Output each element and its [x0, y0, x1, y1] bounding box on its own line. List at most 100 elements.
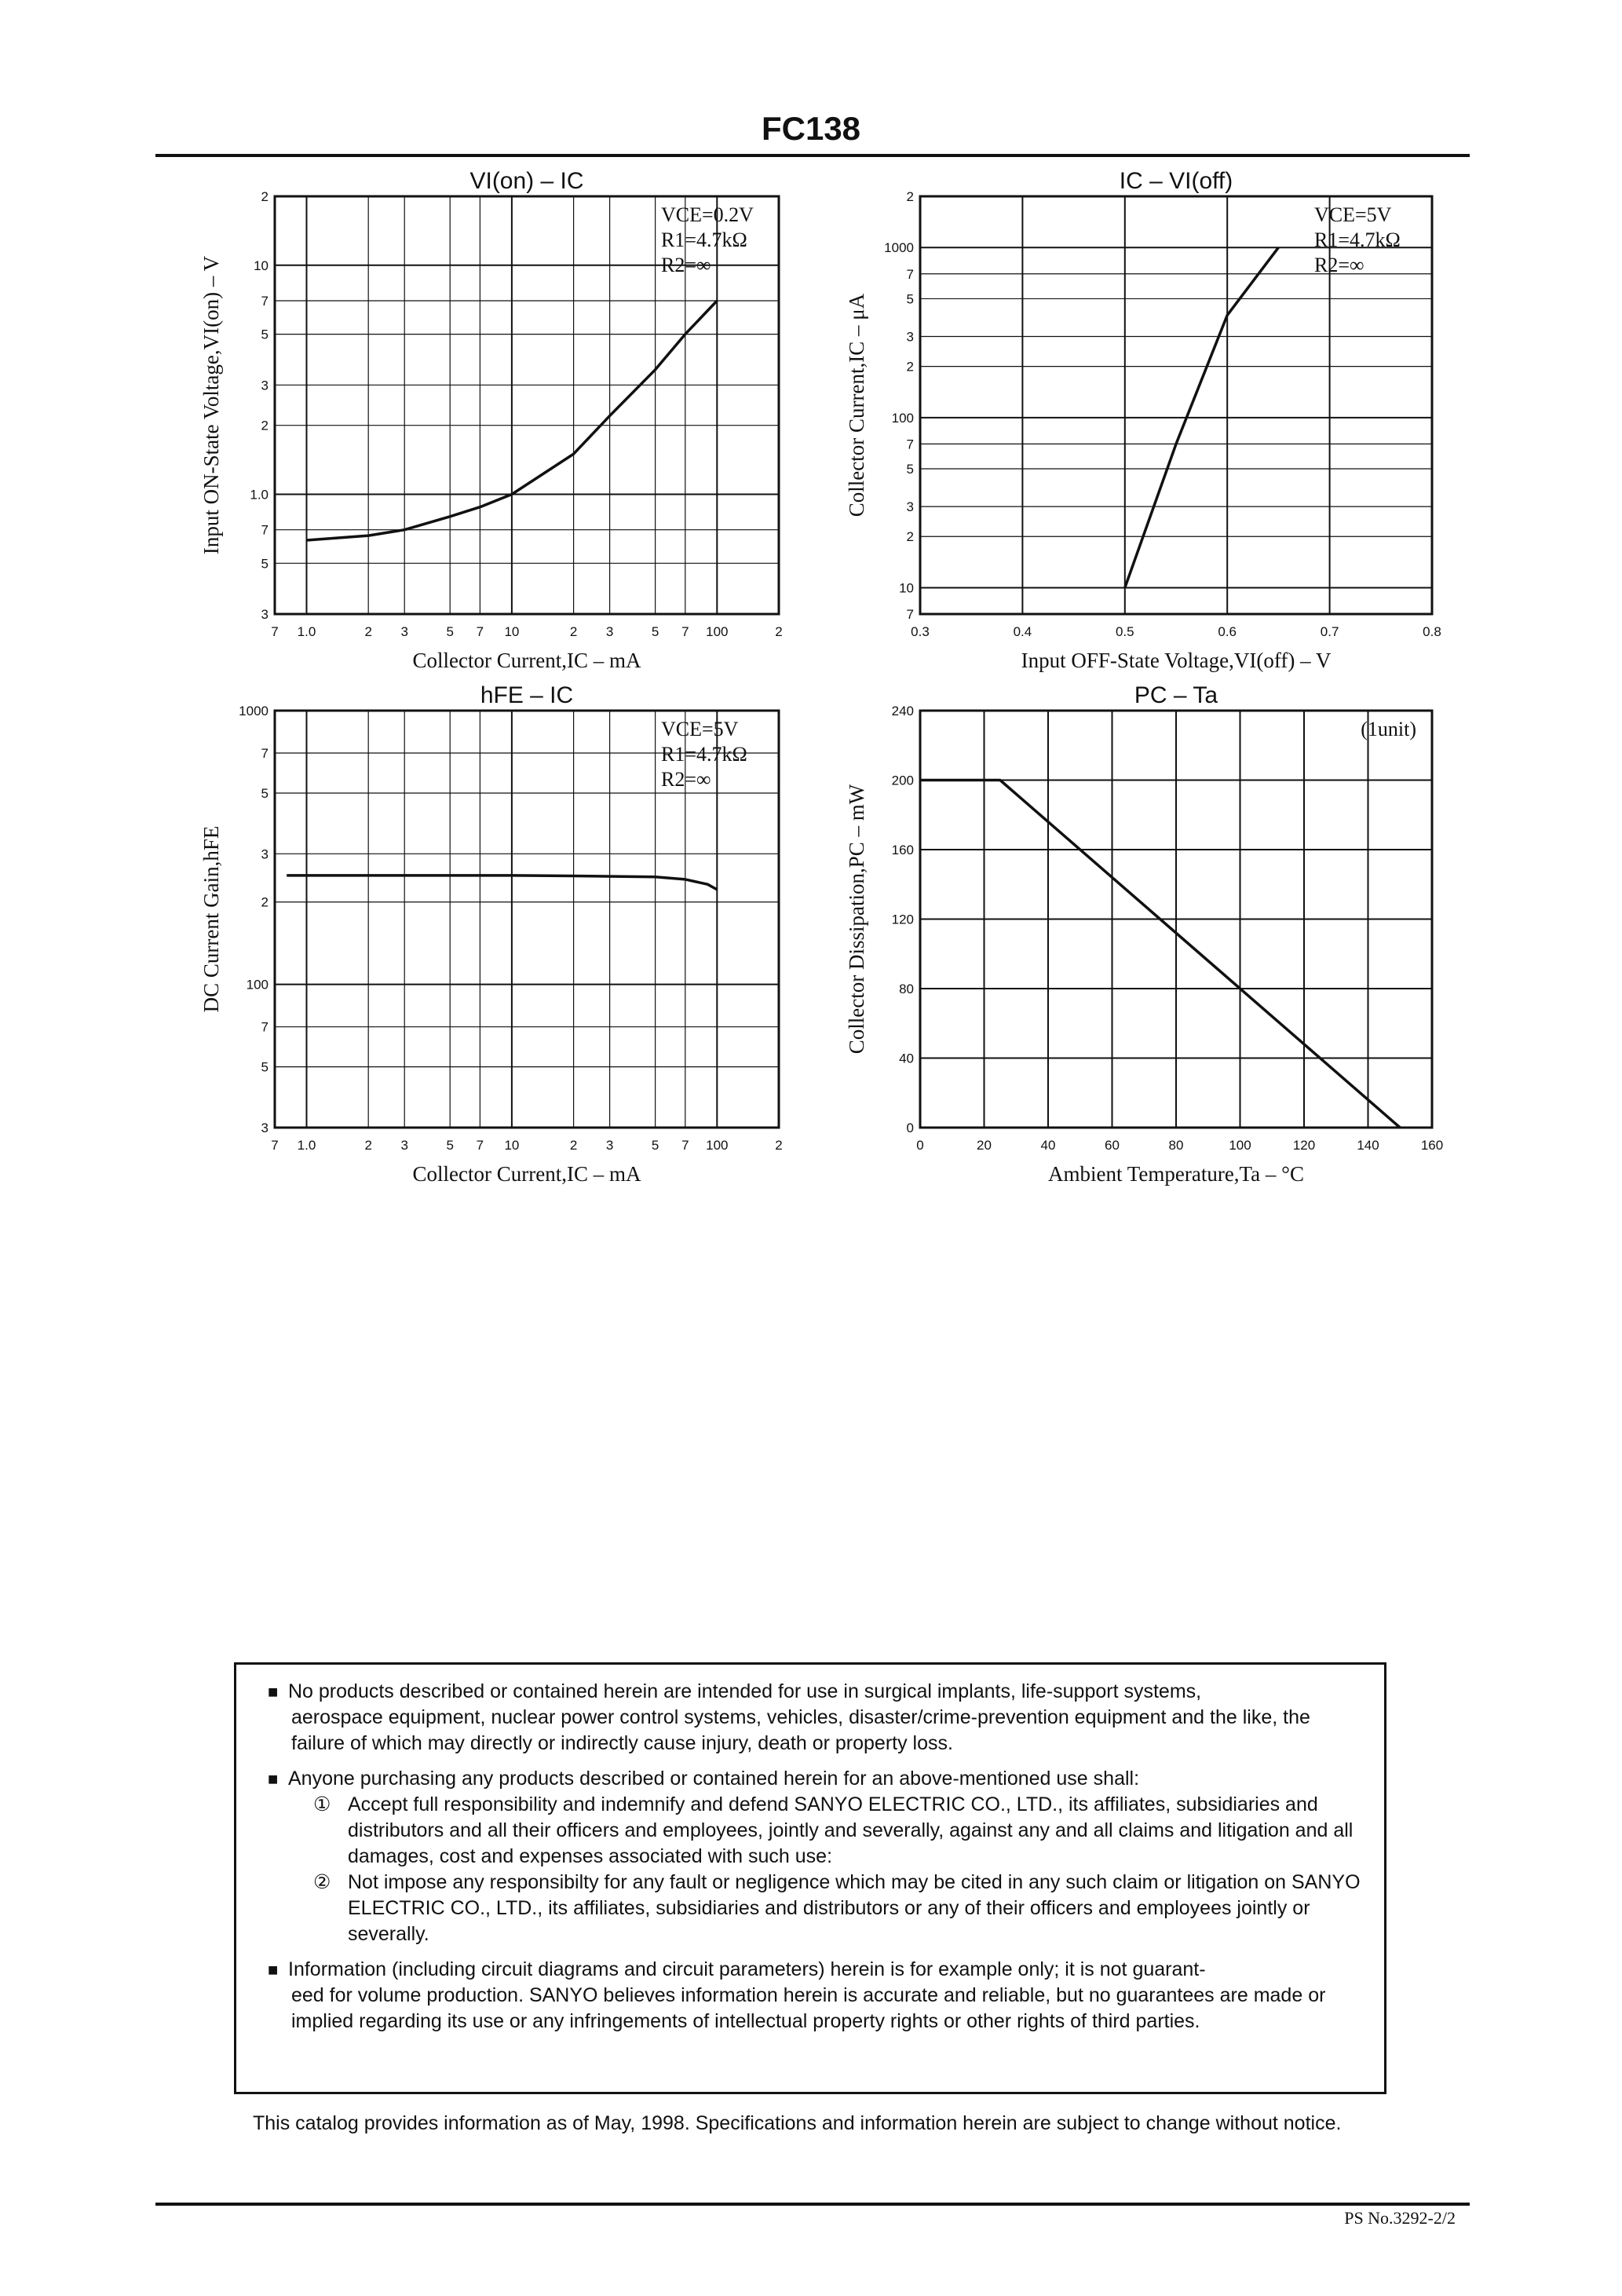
- y-tick-label: 2: [907, 360, 914, 375]
- y-tick-label: 1000: [884, 240, 914, 255]
- x-axis-label: Collector Current,IC – mA: [413, 649, 641, 672]
- y-tick-label: 200: [892, 773, 914, 788]
- x-tick-label: 100: [706, 1138, 728, 1153]
- series-line: [287, 874, 718, 891]
- x-tick-label: 0.7: [1321, 624, 1339, 639]
- x-tick-label: 100: [1229, 1138, 1251, 1153]
- x-tick-label: 2: [775, 1138, 782, 1153]
- series-line: [306, 299, 718, 542]
- x-tick-label: 7: [477, 624, 484, 639]
- condition-label: R2=∞: [1314, 254, 1364, 276]
- x-tick-label: 5: [446, 1138, 453, 1153]
- x-tick-label: 0: [916, 1138, 923, 1153]
- series-line: [920, 778, 1401, 1129]
- footer-rule: [155, 2203, 1470, 2206]
- y-tick-label: 7: [261, 1020, 269, 1035]
- square-bullet-icon: ■: [268, 1960, 279, 1980]
- y-axis-label: Input ON-State Voltage,VI(on) – V: [199, 255, 223, 554]
- y-tick-label: 3: [261, 846, 269, 861]
- x-tick-label: 2: [775, 624, 782, 639]
- x-tick-label: 5: [446, 624, 453, 639]
- x-tick-label: 2: [570, 624, 577, 639]
- y-tick-label: 3: [907, 499, 914, 514]
- y-tick-label: 7: [261, 523, 269, 538]
- x-tick-label: 7: [271, 1138, 278, 1153]
- x-tick-label: 5: [652, 624, 659, 639]
- y-tick-label: 100: [892, 411, 914, 426]
- x-tick-label: 60: [1105, 1138, 1120, 1153]
- x-tick-label: 0.6: [1218, 624, 1237, 639]
- notice-item: ■ No products described or contained here…: [268, 1679, 1361, 1757]
- y-tick-label: 120: [892, 912, 914, 927]
- y-tick-label: 10: [899, 580, 914, 595]
- chart-title: PC – Ta: [1134, 682, 1218, 708]
- x-tick-label: 2: [570, 1138, 577, 1153]
- page-number: PS No.3292-2/2: [1344, 2208, 1456, 2228]
- y-tick-label: 40: [899, 1051, 914, 1066]
- y-tick-label: 2: [907, 189, 914, 204]
- x-tick-label: 20: [977, 1138, 992, 1153]
- x-tick-label: 1.0: [298, 624, 316, 639]
- y-tick-label: 7: [907, 437, 914, 452]
- condition-label: R2=∞: [661, 254, 711, 276]
- x-tick-label: 7: [681, 1138, 689, 1153]
- y-tick-label: 10: [254, 258, 269, 273]
- x-tick-label: 40: [1041, 1138, 1056, 1153]
- y-tick-label: 1000: [239, 704, 269, 718]
- circled-number-icon: ①: [313, 1793, 331, 1815]
- y-tick-label: 160: [892, 843, 914, 857]
- x-tick-label: 0.5: [1116, 624, 1134, 639]
- y-tick-label: 5: [261, 327, 269, 342]
- x-axis-label: Collector Current,IC – mA: [413, 1162, 641, 1186]
- square-bullet-icon: ■: [268, 1682, 279, 1702]
- condition-label: R1=4.7kΩ: [661, 743, 747, 766]
- y-axis-label: Collector Dissipation,PC – mW: [845, 784, 868, 1054]
- condition-label: R1=4.7kΩ: [661, 229, 747, 251]
- y-tick-label: 80: [899, 982, 914, 996]
- notice-text: aerospace equipment, nuclear power contr…: [291, 1706, 1310, 1754]
- series-line: [1123, 247, 1280, 588]
- condition-label: R1=4.7kΩ: [1314, 229, 1401, 251]
- y-tick-label: 5: [261, 556, 269, 571]
- condition-label: R2=∞: [661, 768, 711, 791]
- x-tick-label: 160: [1421, 1138, 1443, 1153]
- y-tick-label: 7: [261, 746, 269, 761]
- x-tick-label: 7: [477, 1138, 484, 1153]
- notice-text: Anyone purchasing any products described…: [288, 1768, 1140, 1790]
- y-axis-label: Collector Current,IC – μA: [845, 293, 868, 517]
- x-tick-label: 7: [271, 624, 278, 639]
- notice-text: Information (including circuit diagrams …: [288, 1958, 1206, 1980]
- notice-text: No products described or contained herei…: [288, 1680, 1202, 1702]
- page-title: FC138: [761, 110, 861, 147]
- x-tick-label: 80: [1169, 1138, 1184, 1153]
- x-tick-label: 3: [606, 1138, 613, 1153]
- y-tick-label: 7: [261, 294, 269, 309]
- circled-number-icon: ②: [313, 1871, 331, 1893]
- plot-frame: [273, 195, 780, 616]
- notice-item: ■ Anyone purchasing any products describe…: [268, 1766, 1361, 1947]
- condition-label: VCE=5V: [1314, 203, 1392, 226]
- y-tick-label: 5: [907, 291, 914, 306]
- x-tick-label: 0.3: [911, 624, 930, 639]
- y-tick-label: 3: [261, 607, 269, 622]
- x-tick-label: 3: [400, 624, 407, 639]
- condition-label: VCE=0.2V: [661, 203, 754, 226]
- chart-title: hFE – IC: [480, 682, 573, 708]
- y-tick-label: 0: [907, 1121, 914, 1135]
- y-tick-label: 7: [907, 267, 914, 282]
- square-bullet-icon: ■: [268, 1769, 279, 1789]
- y-tick-label: 2: [261, 189, 269, 204]
- x-tick-label: 7: [681, 624, 689, 639]
- x-tick-label: 10: [504, 624, 519, 639]
- condition-label: (1unit): [1361, 718, 1416, 740]
- x-axis-label: Input OFF-State Voltage,VI(off) – V: [1021, 649, 1332, 672]
- y-tick-label: 240: [892, 704, 914, 718]
- plot-frame: [919, 195, 1434, 616]
- y-tick-label: 3: [261, 378, 269, 393]
- x-tick-label: 0.4: [1014, 624, 1032, 639]
- x-tick-label: 10: [504, 1138, 519, 1153]
